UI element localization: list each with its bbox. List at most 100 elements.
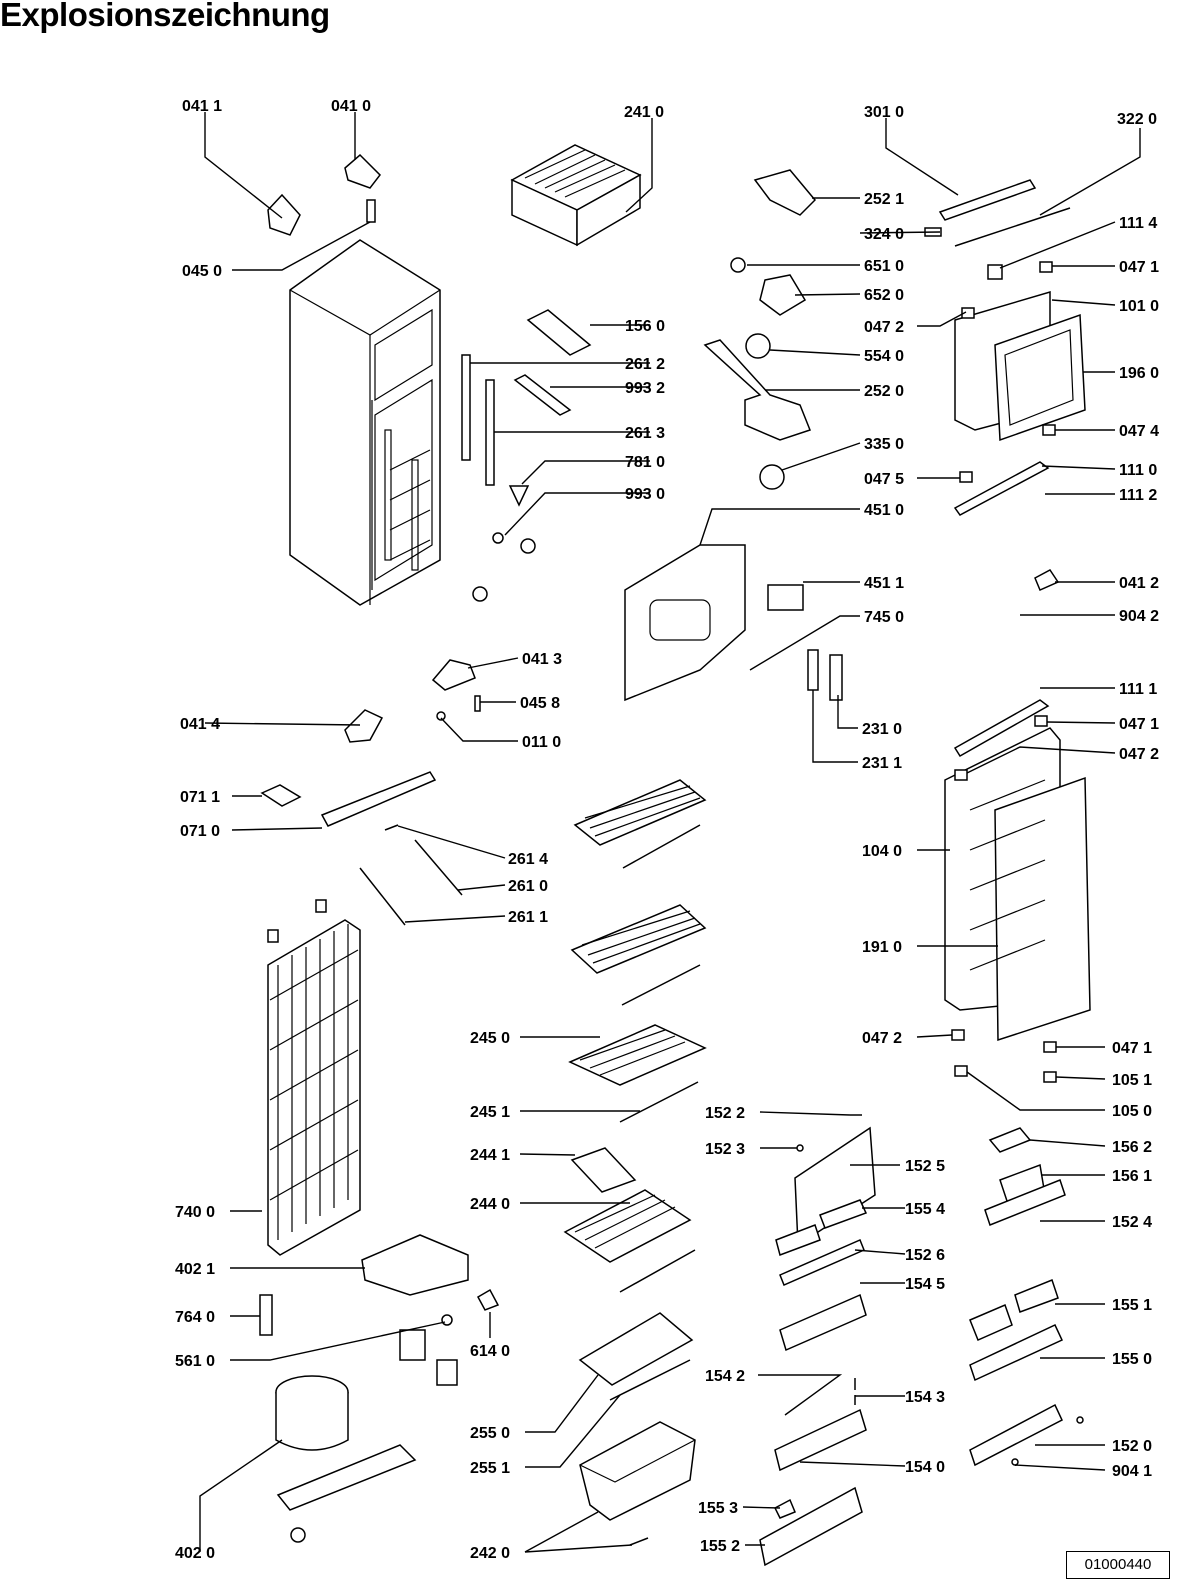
label-4020: 402 0 [175, 1545, 215, 1562]
label-1051: 105 1 [1112, 1072, 1152, 1089]
hinge-0414-drawing [344, 709, 384, 743]
label-1111: 111 1 [1119, 681, 1157, 698]
label-1552: 155 2 [700, 1538, 740, 1555]
part-1114-drawing [987, 264, 1003, 280]
label-6520: 652 0 [864, 287, 904, 304]
label-0472a: 047 2 [864, 319, 904, 336]
label-9932: 993 2 [625, 380, 665, 397]
label-7450: 745 0 [864, 609, 904, 626]
label-0472c: 047 2 [862, 1030, 902, 1047]
label-1550: 155 0 [1112, 1351, 1152, 1368]
knob-3350-drawing [759, 464, 785, 490]
glass-shelf-2550-drawing [578, 1312, 694, 1386]
funnel-7810-drawing [508, 485, 530, 507]
label-0474: 047 4 [1119, 423, 1159, 440]
bracket-9932-drawing [513, 374, 572, 416]
label-0471c: 047 1 [1112, 1040, 1152, 1057]
part-0475-drawing [959, 471, 973, 483]
label-0458: 045 8 [520, 695, 560, 712]
label-3350: 335 0 [864, 436, 904, 453]
label-0472b: 047 2 [1119, 746, 1159, 763]
label-0410: 041 0 [331, 98, 371, 115]
label-7400: 740 0 [175, 1204, 215, 1221]
part-0472c-drawing [951, 1029, 965, 1041]
label-3220: 322 0 [1117, 111, 1157, 128]
part-4511-drawing [767, 584, 804, 611]
label-4510: 451 0 [864, 502, 904, 519]
hinge-0411-drawing [267, 193, 301, 236]
label-0471b: 047 1 [1119, 716, 1159, 733]
label-1040: 104 0 [862, 843, 902, 860]
label-0450: 045 0 [182, 263, 222, 280]
part-2521-drawing [753, 169, 817, 216]
part-6140-drawing [476, 1288, 500, 1311]
back-panel-4510-drawing [624, 544, 746, 702]
trim-2551-drawing [609, 1359, 691, 1401]
label-2550: 255 0 [470, 1425, 510, 1442]
rail-3220-drawing [954, 207, 1071, 247]
label-2410: 241 0 [624, 104, 664, 121]
label-5540: 554 0 [864, 348, 904, 365]
part-5540-drawing [745, 333, 771, 359]
part-0711-drawing [260, 784, 302, 807]
part-1051-drawing [1043, 1071, 1057, 1083]
freezer-gasket-drawing [994, 313, 1086, 442]
reference-number-box: 01000440 [1066, 1551, 1170, 1579]
relay-drawing [399, 1329, 426, 1361]
label-0710: 071 0 [180, 823, 220, 840]
label-0413: 041 3 [522, 651, 562, 668]
part-2310-drawing [829, 654, 843, 701]
label-2310: 231 0 [862, 721, 902, 738]
label-1110: 111 0 [1119, 462, 1157, 479]
pin-drawing [366, 199, 376, 223]
part-2420-drawing [629, 1537, 649, 1546]
label-2611: 261 1 [508, 909, 548, 926]
label-9041: 904 1 [1112, 1463, 1152, 1480]
label-1542: 154 2 [705, 1368, 745, 1385]
screw-0110-drawing [436, 711, 446, 721]
label-1960: 196 0 [1119, 365, 1159, 382]
hinge-0413-drawing [431, 659, 476, 691]
label-2521: 252 1 [864, 191, 904, 208]
label-2311: 231 1 [862, 755, 902, 772]
fridge-gasket-drawing [994, 776, 1091, 1042]
label-4511: 451 1 [864, 575, 904, 592]
part-9930-drawing [492, 532, 504, 544]
part-2311-drawing [807, 649, 819, 691]
label-1562: 156 2 [1112, 1139, 1152, 1156]
part-0471c-drawing [1043, 1041, 1057, 1053]
part-7640-drawing [259, 1294, 273, 1336]
label-6140: 614 0 [470, 1343, 510, 1360]
rail-1111-drawing [953, 699, 1050, 758]
label-2551: 255 1 [470, 1460, 510, 1477]
label-2612: 261 2 [625, 356, 665, 373]
label-0471a: 047 1 [1119, 259, 1159, 276]
label-1522: 152 2 [705, 1105, 745, 1122]
rail-2613-drawing [485, 379, 495, 486]
lamp-6510-drawing [730, 257, 746, 273]
ice-tray-drawing [526, 309, 592, 356]
label-1526: 152 6 [905, 1247, 945, 1264]
label-0411: 041 1 [182, 98, 222, 115]
label-2451: 245 1 [470, 1104, 510, 1121]
label-1543: 154 3 [905, 1389, 945, 1406]
part-labels: 041 1 041 0 241 0 301 0 322 0 252 1 324 … [175, 98, 1159, 1562]
label-0711: 071 1 [180, 789, 220, 806]
label-1112: 111 2 [1119, 487, 1157, 504]
label-1050: 105 0 [1112, 1103, 1152, 1120]
label-2441: 244 1 [470, 1147, 510, 1164]
part-0472b-drawing [954, 769, 968, 781]
part-2611-drawing [359, 867, 406, 926]
label-9930: 993 0 [625, 486, 665, 503]
pin-0458-drawing [474, 695, 481, 712]
label-1553: 155 3 [698, 1500, 738, 1517]
label-2613: 261 3 [625, 425, 665, 442]
label-1560: 156 0 [625, 318, 665, 335]
part-0412-drawing [1034, 569, 1060, 591]
label-4021: 402 1 [175, 1261, 215, 1278]
part-5610-drawing [441, 1314, 453, 1326]
label-2614: 261 4 [508, 851, 548, 868]
label-2420: 242 0 [470, 1545, 510, 1562]
label-1561: 156 1 [1112, 1168, 1152, 1185]
